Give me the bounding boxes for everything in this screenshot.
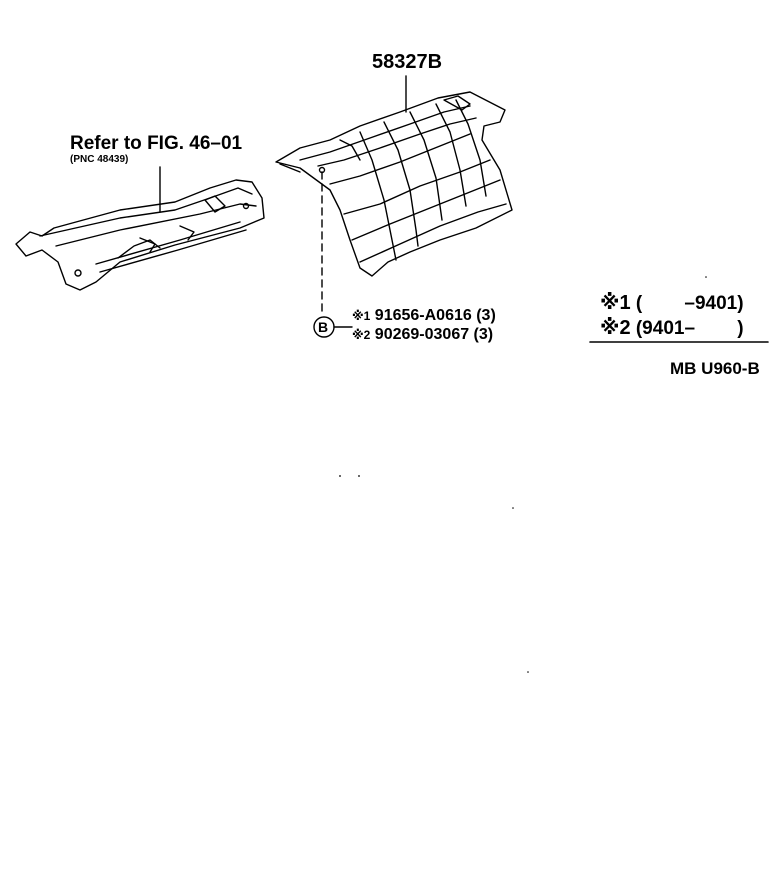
floor-tunnel-part [15, 179, 265, 291]
refer-to-fig-label: Refer to FIG. 46–01 [70, 133, 243, 154]
speck [527, 671, 529, 673]
bolt-item-2: ※2 90269-03067 (3) [352, 327, 493, 343]
legend-row-1-range: ( –9401) [635, 293, 744, 314]
legend-row-1-mark: ※1 [600, 292, 631, 314]
speck [358, 475, 360, 477]
heat-insulator-part [275, 91, 513, 277]
pnc-label: (PNC 48439) [70, 154, 129, 165]
bolt-item-2-mark: ※2 [352, 328, 371, 342]
speck [705, 276, 707, 278]
legend-row-2-mark: ※2 [600, 317, 631, 339]
speck [512, 507, 514, 509]
part-number-main: 58327B [372, 51, 443, 73]
speck [339, 475, 341, 477]
legend-row-1: ※1 ( –9401) [600, 293, 744, 313]
bolt-item-1: ※1 91656-A0616 (3) [352, 308, 496, 324]
bolt-item-1-number: 91656-A0616 (3) [374, 307, 496, 324]
bolt-item-2-number: 90269-03067 (3) [374, 326, 494, 343]
legend-row-2-range: (9401– ) [635, 318, 744, 339]
bolt-callout-letter: B [318, 319, 329, 335]
bolt-item-1-mark: ※1 [352, 309, 371, 323]
legend-row-2: ※2 (9401– ) [600, 318, 744, 338]
diagram-code: MB U960-B [670, 359, 760, 378]
